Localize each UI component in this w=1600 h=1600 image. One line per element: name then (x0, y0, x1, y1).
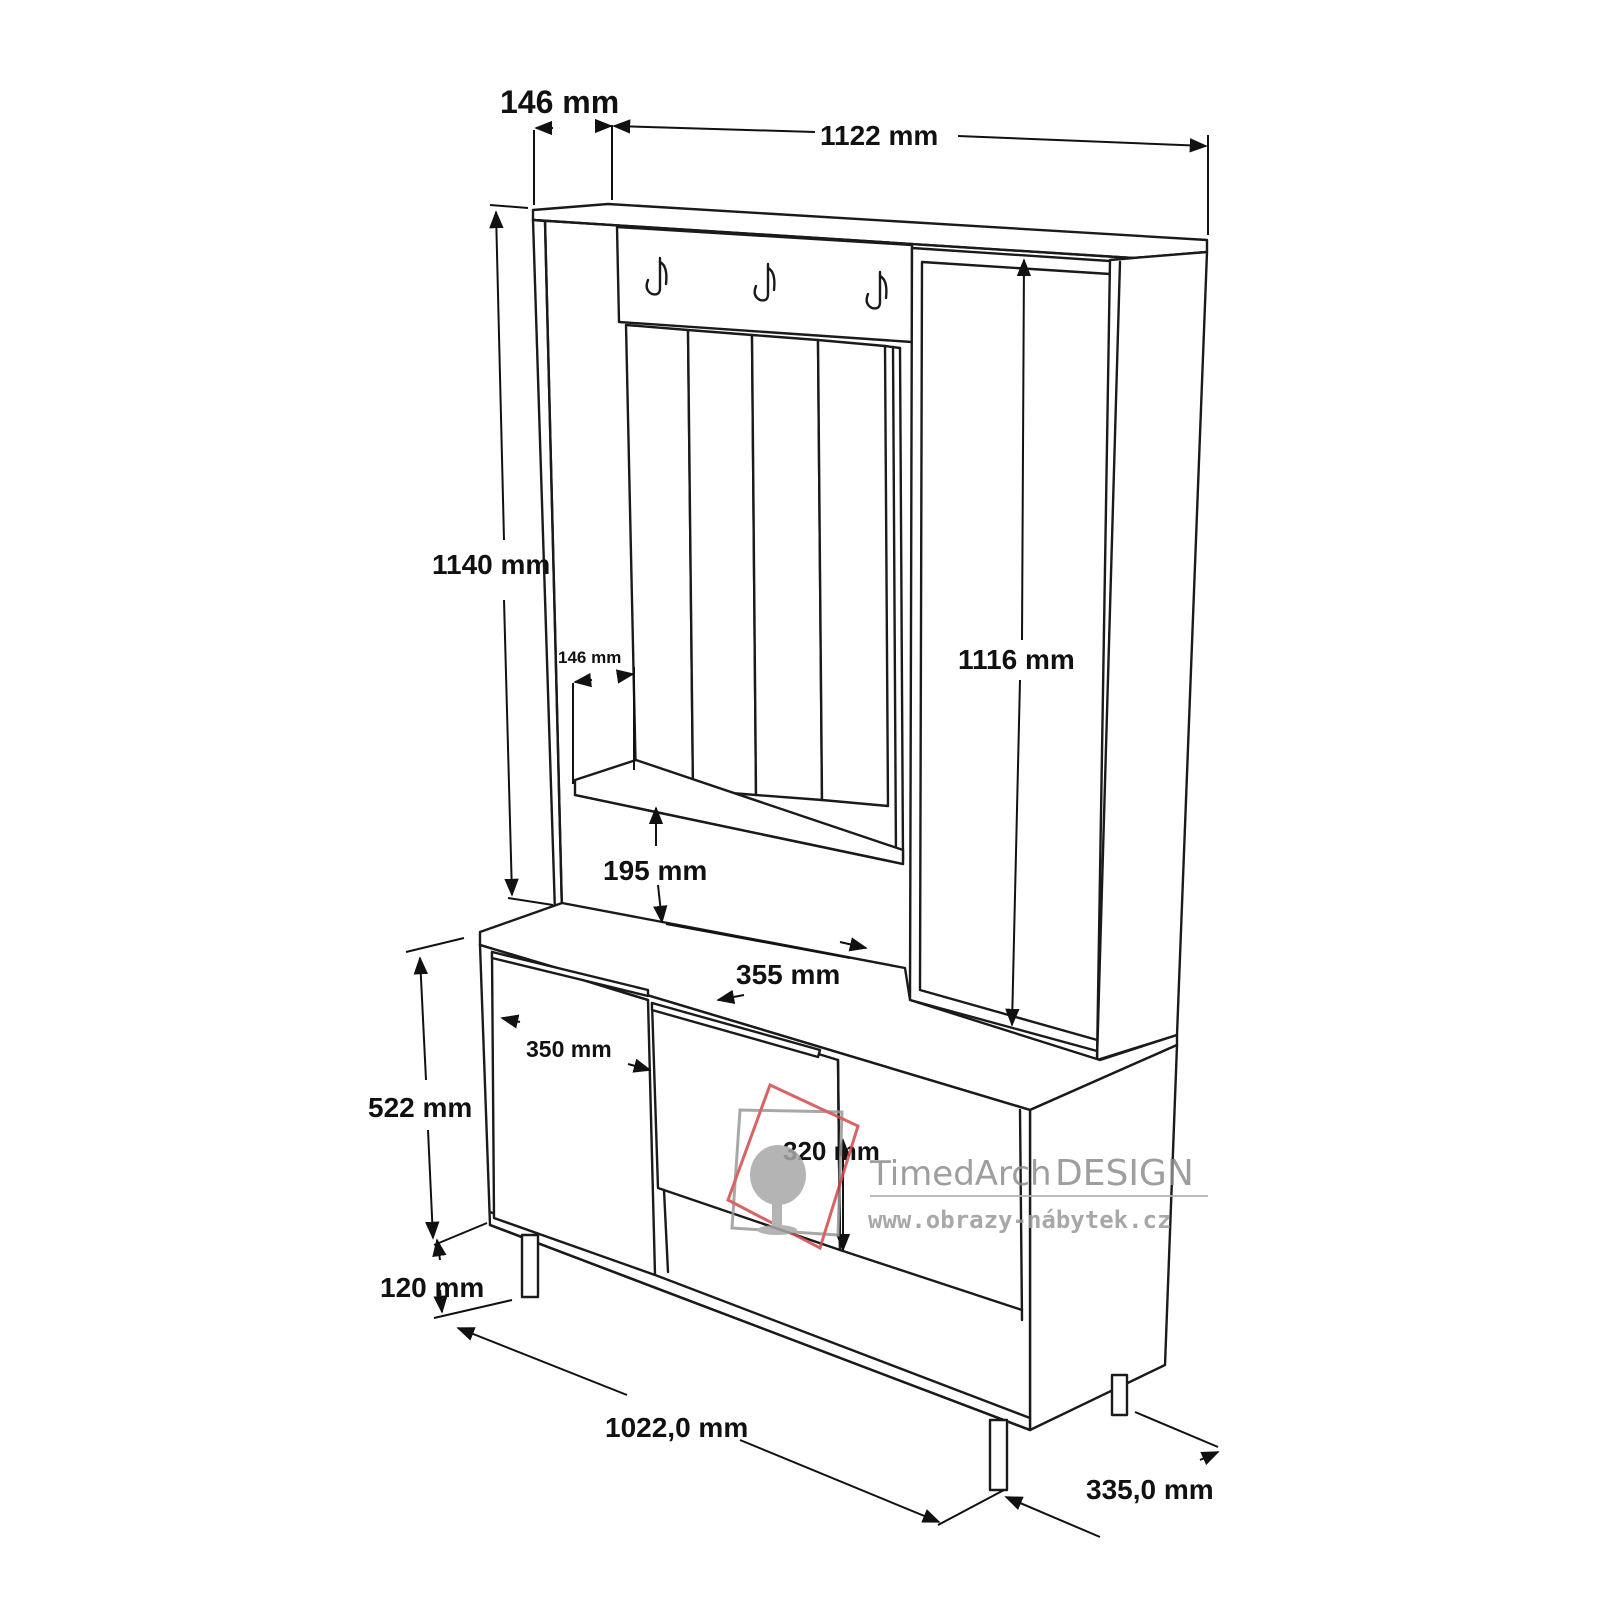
watermark-logo (726, 1082, 860, 1251)
dim-top-width-label: 1122 mm (820, 120, 938, 151)
hook-rail (615, 225, 914, 344)
dim-shelf-gap-label: 195 mm (603, 855, 707, 886)
hook-icon (865, 270, 888, 310)
dim-hall-height-label: 1140 mm (432, 549, 550, 580)
back-slats (624, 323, 905, 862)
watermark-url: www.obrazy-nábytek.cz (868, 1206, 1171, 1234)
left-door-handle (490, 950, 650, 998)
dim-door-width-label: 350 mm (526, 1036, 612, 1062)
dim-cabinet-depth-label: 335,0 mm (1086, 1474, 1214, 1505)
right-side-panel (1095, 250, 1209, 1062)
dim-cabinet-inner-label: 355 mm (736, 959, 840, 990)
middle-flap-handle (650, 1001, 822, 1059)
hook-icon (645, 256, 668, 296)
dim-cabinet-height-label: 522 mm (368, 1092, 472, 1123)
cabinet-right-side (1028, 1043, 1179, 1432)
watermark: TimedArch DESIGN www.obrazy-nábytek.cz (726, 1082, 1208, 1251)
hall-shelf (573, 758, 905, 866)
dim-cabinet-width-label: 1022,0 mm (605, 1412, 748, 1443)
dimension-lines (405, 118, 1220, 1538)
hall-unit (531, 202, 1209, 1062)
dim-mirror-height-label: 1116 mm (958, 644, 1075, 675)
dim-shelf-depth-label: 146 mm (558, 648, 621, 667)
dim-top-depth-label: 146 mm (500, 84, 619, 120)
watermark-brand-primary: TimedArch (869, 1154, 1052, 1194)
left-door (490, 950, 657, 1277)
dim-leg-height-label: 120 mm (380, 1272, 484, 1303)
legs (520, 1233, 1129, 1492)
dimension-labels: 146 mm 1122 mm 1140 mm 146 mm 1116 mm 19… (368, 84, 1214, 1505)
watermark-brand-secondary: DESIGN (1055, 1153, 1194, 1194)
hook-icon (753, 262, 776, 302)
